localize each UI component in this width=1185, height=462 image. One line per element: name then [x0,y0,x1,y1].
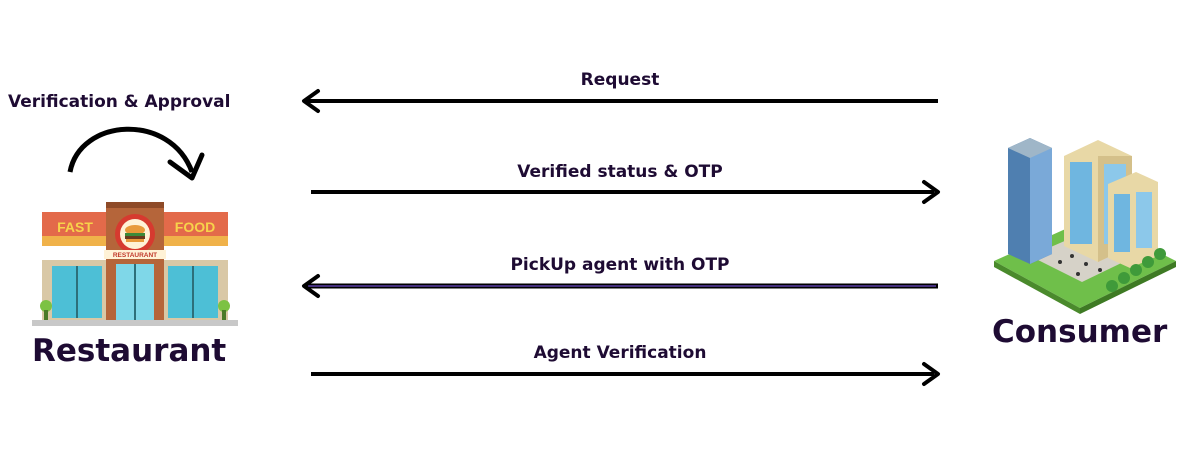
self-loop-arrowhead [167,152,205,181]
consumer-buildings-illustration [994,138,1176,314]
arrow-request-head [302,89,320,113]
restaurant-illustration: RESTAURANT FAST FOOD [32,202,238,326]
consumer-title: Consumer [992,314,1168,350]
flow-label-pickup-agent: PickUp agent with OTP [510,255,730,275]
self-loop-arrow [67,126,195,173]
restaurant-sign-fast: FAST [57,219,93,235]
arrow-pickup-agent-head [302,274,320,298]
verification-approval-label: Verification & Approval [8,92,231,112]
arrow-verified-status-head [922,180,940,204]
restaurant-badge-text: RESTAURANT [113,252,157,259]
restaurant-sign-food: FOOD [175,219,215,235]
flow-label-verified-status: Verified status & OTP [517,162,723,182]
flow-label-agent-verification: Agent Verification [533,343,707,363]
restaurant-title: Restaurant [32,333,227,369]
arrow-agent-verification-head [922,362,940,386]
flow-label-request: Request [580,70,660,90]
